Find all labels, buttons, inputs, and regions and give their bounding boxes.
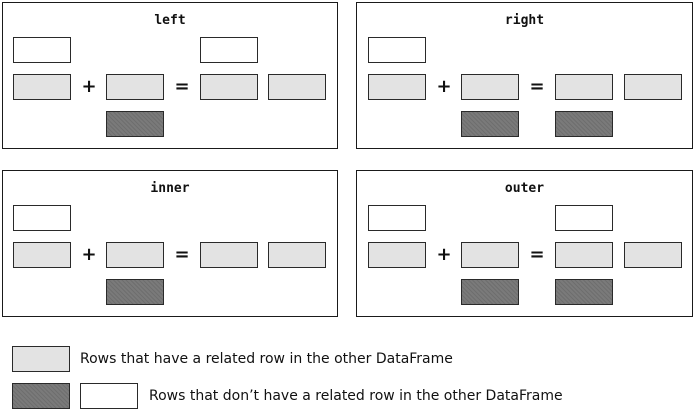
- right-frame-unmatched-row: [106, 111, 164, 137]
- result-frame-matched-row: [200, 74, 258, 100]
- panel-left: left + =: [2, 2, 338, 149]
- panel-title-inner: inner: [150, 181, 190, 196]
- legend-related-label: Rows that have a related row in the othe…: [80, 351, 453, 367]
- legend-related-swatch: [12, 346, 70, 372]
- result-frame-unmatched-row: [200, 37, 258, 63]
- equals-operator: =: [174, 244, 190, 265]
- left-frame-unmatched-row: [368, 205, 426, 231]
- right-frame-matched-row: [106, 74, 164, 100]
- right-frame-matched-row: [106, 242, 164, 268]
- result-frame-matched-row: [200, 242, 258, 268]
- plus-operator: +: [81, 76, 97, 97]
- panel-title-right: right: [504, 13, 545, 28]
- panel-inner: inner + =: [2, 170, 338, 317]
- right-frame-unmatched-row: [461, 279, 519, 305]
- legend-unrelated-swatch-white: [80, 383, 138, 409]
- result-frame-matched-row: [555, 242, 613, 268]
- right-frame-matched-row: [461, 74, 519, 100]
- left-frame-unmatched-row: [13, 37, 71, 63]
- result-frame-unmatched-row-top: [555, 205, 613, 231]
- right-frame-unmatched-row: [106, 279, 164, 305]
- equals-operator: =: [174, 76, 190, 97]
- result-frame-matched-row: [555, 74, 613, 100]
- plus-operator: +: [81, 244, 97, 265]
- panel-title-outer: outer: [504, 181, 545, 196]
- equals-operator: =: [529, 244, 545, 265]
- left-frame-unmatched-row: [368, 37, 426, 63]
- panel-outer: outer + =: [356, 170, 693, 317]
- left-frame-matched-row: [13, 74, 71, 100]
- plus-operator: +: [436, 76, 452, 97]
- result-frame-unmatched-row: [555, 111, 613, 137]
- result-frame-matched-row-right: [268, 74, 326, 100]
- left-frame-matched-row: [368, 242, 426, 268]
- result-frame-matched-row-right: [268, 242, 326, 268]
- legend-unrelated-swatch-dark: [12, 383, 70, 409]
- plus-operator: +: [436, 244, 452, 265]
- result-frame-matched-row-right: [624, 242, 682, 268]
- panel-title-left: left: [154, 13, 186, 28]
- left-frame-unmatched-row: [13, 205, 71, 231]
- legend-unrelated-label: Rows that don’t have a related row in th…: [149, 388, 563, 404]
- right-frame-unmatched-row: [461, 111, 519, 137]
- result-frame-matched-row-right: [624, 74, 682, 100]
- left-frame-matched-row: [368, 74, 426, 100]
- panel-right: right + =: [356, 2, 693, 149]
- left-frame-matched-row: [13, 242, 71, 268]
- right-frame-matched-row: [461, 242, 519, 268]
- result-frame-unmatched-row-bottom: [555, 279, 613, 305]
- equals-operator: =: [529, 76, 545, 97]
